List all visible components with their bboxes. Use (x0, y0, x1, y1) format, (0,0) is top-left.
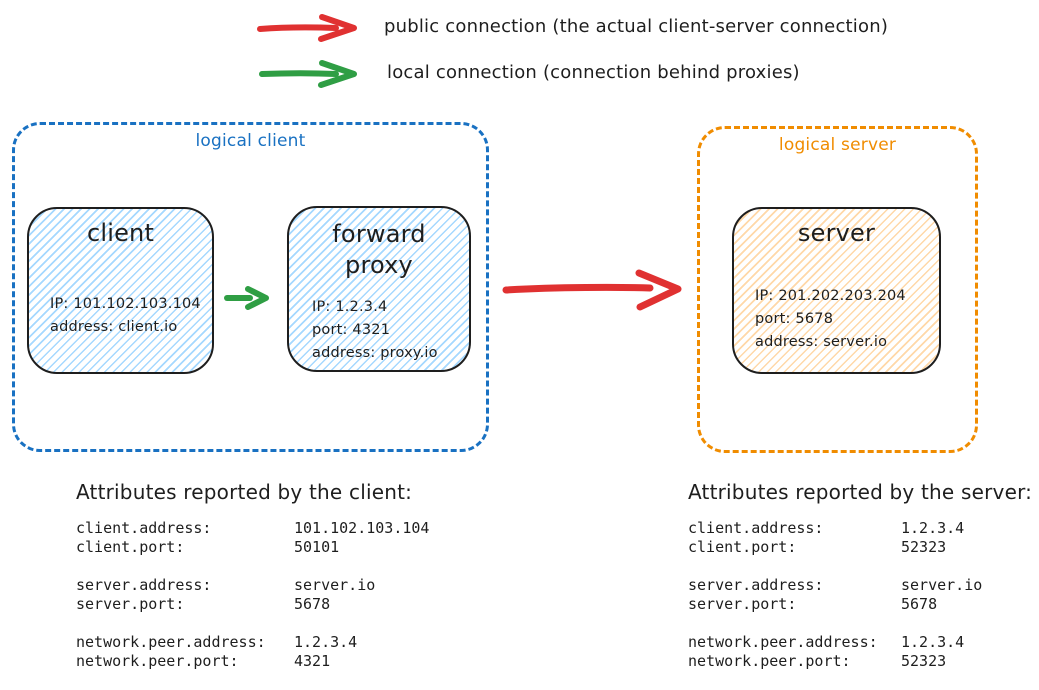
attribute-row: client.port: 50101 (76, 538, 429, 557)
attribute-row: client.address: 1.2.3.4 (688, 519, 1032, 538)
attribute-row: server.port: 5678 (76, 595, 429, 614)
attribute-value: 1.2.3.4 (901, 519, 965, 537)
attribute-value: 52323 (901, 652, 947, 670)
attribute-value: 1.2.3.4 (294, 633, 358, 651)
node-text-line: address: server.io (755, 334, 888, 350)
attribute-value: server.io (901, 576, 983, 594)
server-attributes-list: client.address: 1.2.3.4 client.port: 52323 s… (688, 519, 1032, 671)
attribute-value: server.io (294, 576, 376, 594)
node-text-line: address: proxy.io (312, 345, 438, 361)
server-node-title: server (797, 219, 876, 247)
client-attributes-block: Attributes reported by the client: clien… (76, 478, 429, 690)
logical-client-group: logical client (12, 122, 489, 452)
attribute-key: network.peer.address: (688, 633, 878, 651)
attribute-key: server.address: (688, 576, 824, 594)
node-text-line: port: 4321 (312, 322, 391, 338)
node-text-line: IP: 201.202.203.204 (755, 288, 906, 304)
attribute-row: network.peer.address: 1.2.3.4 (76, 633, 429, 652)
client-to-proxy-arrow-icon (222, 284, 272, 312)
attribute-value: 5678 (901, 595, 938, 613)
attribute-key: network.peer.port: (688, 652, 851, 670)
attribute-row: server.address: server.io (76, 576, 429, 595)
node-text-line: IP: 101.102.103.104 (50, 296, 201, 312)
attribute-row: client.address: 101.102.103.104 (76, 519, 429, 538)
attribute-key: client.port: (76, 538, 185, 556)
attribute-row: server.port: 5678 (688, 595, 1032, 614)
attribute-value: 4321 (294, 652, 331, 670)
attribute-key: client.address: (688, 519, 824, 537)
client-node-title: client (86, 219, 155, 247)
attribute-value: 1.2.3.4 (901, 633, 965, 651)
local-connection-arrow-icon (258, 59, 360, 89)
attribute-value: 5678 (294, 595, 331, 613)
forward-proxy-node: forward proxy IP: 1.2.3.4 port: 4321 addre… (287, 206, 471, 372)
attribute-group: server.address: server.io server.port: 5678 (688, 576, 1032, 614)
client-node-details: IP: 101.102.103.104 address: client.io (50, 293, 201, 339)
attribute-key: server.port: (76, 595, 185, 613)
attribute-key: server.port: (688, 595, 797, 613)
attribute-key: network.peer.port: (76, 652, 239, 670)
legend-public-label: public connection (the actual client-ser… (384, 16, 889, 37)
node-text-line: port: 5678 (755, 311, 834, 327)
attribute-value: 101.102.103.104 (294, 519, 430, 537)
server-node-details: IP: 201.202.203.204 port: 5678 address: se… (755, 285, 906, 354)
attribute-row: network.peer.port: 4321 (76, 652, 429, 671)
server-attributes-title: Attributes reported by the server: (688, 480, 1033, 504)
node-text-line: IP: 1.2.3.4 (312, 299, 388, 315)
attribute-value: 50101 (294, 538, 340, 556)
forward-proxy-node-details: IP: 1.2.3.4 port: 4321 address: proxy.io (312, 296, 438, 365)
attribute-key: client.port: (688, 538, 797, 556)
node-text-line: address: client.io (50, 319, 178, 335)
attribute-row: network.peer.port: 52323 (688, 652, 1032, 671)
attribute-key: server.address: (76, 576, 212, 594)
logical-server-label: logical server (778, 135, 897, 155)
public-connection-arrow-icon (256, 13, 360, 43)
client-attributes-title: Attributes reported by the client: (76, 480, 413, 504)
legend-local-label: local connection (connection behind prox… (387, 62, 800, 83)
client-to-server-arrow-icon (498, 266, 686, 314)
attribute-row: server.address: server.io (688, 576, 1032, 595)
attribute-key: network.peer.address: (76, 633, 266, 651)
client-node: client IP: 101.102.103.104 address: clien… (27, 207, 214, 374)
attribute-group: client.address: 1.2.3.4 client.port: 52323 (688, 519, 1032, 557)
attribute-value: 52323 (901, 538, 947, 556)
forward-proxy-node-title: forward proxy (332, 220, 426, 279)
logical-server-group: logical server (697, 126, 978, 453)
logical-client-label: logical client (195, 131, 306, 151)
attribute-group: server.address: server.io server.port: 5678 (76, 576, 429, 614)
server-attributes-block: Attributes reported by the server: clien… (688, 478, 1032, 690)
attribute-row: network.peer.address: 1.2.3.4 (688, 633, 1032, 652)
attribute-row: client.port: 52323 (688, 538, 1032, 557)
server-node: server IP: 201.202.203.204 port: 5678 addr… (732, 207, 941, 374)
attribute-key: client.address: (76, 519, 212, 537)
